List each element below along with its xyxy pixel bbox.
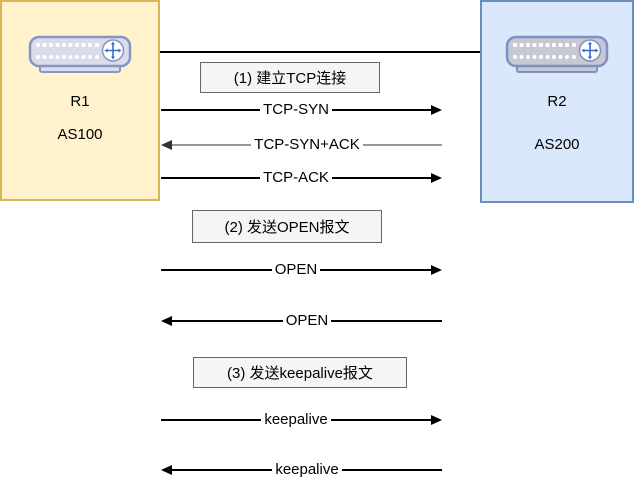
message-arrow-keepalive-right: keepalive: [161, 410, 443, 430]
move-arrows-icon: [578, 39, 602, 62]
arrow-line: [161, 177, 261, 179]
router-icon: [28, 35, 132, 77]
arrow-line: [161, 269, 272, 271]
arrowhead-right-icon: [431, 105, 442, 115]
arrow-line: [331, 320, 443, 322]
node-name: R2: [547, 93, 567, 110]
message-label: keepalive: [275, 461, 339, 478]
node-name: R1: [70, 93, 90, 110]
arrow-line: [362, 144, 443, 146]
arrow-line: [331, 177, 431, 179]
arrow-line: [172, 469, 273, 471]
router-icon-shape: [28, 35, 132, 73]
arrow-line: [331, 109, 431, 111]
arrowhead-left-icon: [161, 465, 172, 475]
message-arrow-tcp-ack: TCP-ACK: [161, 168, 442, 188]
arrowhead-right-icon: [431, 415, 443, 425]
arrow-line: [172, 320, 283, 322]
step-label-text: (3) 发送keepalive报文: [227, 365, 373, 382]
arrow-line: [161, 109, 261, 111]
arrow-line: [320, 269, 432, 271]
node-r2: R2 AS200: [480, 0, 634, 203]
message-label: TCP-ACK: [263, 169, 329, 186]
as-number: AS100: [57, 126, 103, 143]
message-label: OPEN: [274, 261, 318, 278]
step-label-establish-tcp: (1) 建立TCP连接: [200, 62, 380, 93]
message-label: keepalive: [264, 411, 328, 428]
step-label-text: (1) 建立TCP连接: [233, 70, 347, 87]
message-arrow-tcp-syn-ack: TCP-SYN+ACK: [161, 135, 443, 155]
node-r1: R1 AS100: [0, 0, 160, 201]
move-arrows-icon: [101, 39, 125, 62]
step-label-text: (2) 发送OPEN报文: [224, 219, 350, 236]
arrow-line: [172, 144, 252, 146]
router-icon: [505, 35, 609, 77]
arrowhead-left-icon: [161, 140, 172, 150]
step-label-send-keepalive: (3) 发送keepalive报文: [193, 357, 407, 388]
link-line: [126, 51, 514, 53]
as-number: AS200: [534, 136, 580, 153]
router-icon-shape: [505, 35, 609, 73]
message-arrow-keepalive-left: keepalive: [161, 460, 443, 480]
arrow-line: [341, 469, 443, 471]
message-label: OPEN: [285, 312, 329, 329]
arrowhead-right-icon: [431, 265, 443, 275]
message-label: TCP-SYN+ACK: [254, 136, 360, 153]
arrowhead-right-icon: [431, 173, 442, 183]
message-arrow-tcp-syn: TCP-SYN: [161, 100, 442, 120]
message-label: TCP-SYN: [263, 101, 329, 118]
message-arrow-open-right: OPEN: [161, 260, 443, 280]
arrow-line: [161, 419, 262, 421]
arrow-line: [330, 419, 432, 421]
step-label-send-open: (2) 发送OPEN报文: [192, 210, 382, 243]
arrowhead-left-icon: [161, 316, 172, 326]
message-arrow-open-left: OPEN: [161, 311, 443, 331]
